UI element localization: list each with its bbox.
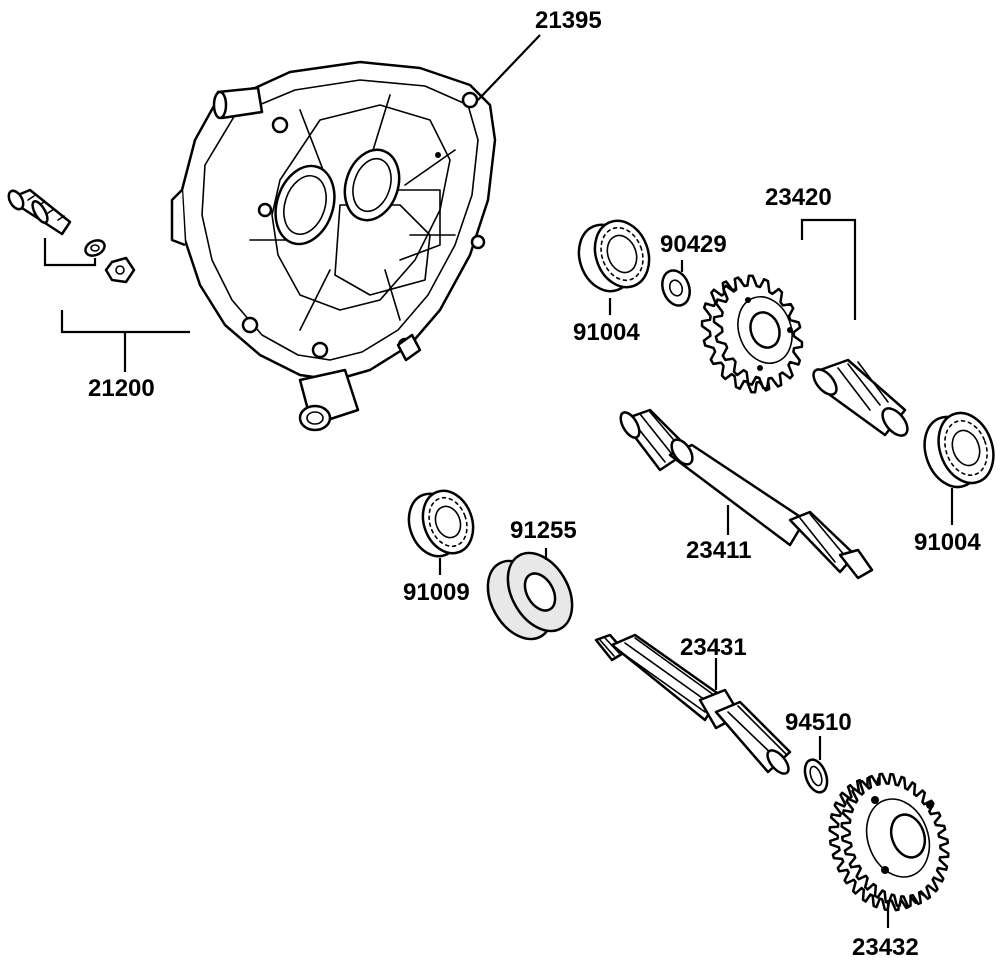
label-23432: 23432 [852, 934, 919, 961]
drain-bolt-set [7, 188, 136, 284]
ball-bearing-right [923, 411, 995, 489]
ball-bearing-lower [407, 489, 475, 558]
label-90429: 90429 [660, 231, 727, 258]
label-23420: 23420 [765, 184, 832, 211]
label-21200: 21200 [88, 375, 155, 402]
thrust-washer [661, 269, 691, 307]
label-91004-right: 91004 [914, 529, 981, 556]
label-91255: 91255 [510, 517, 577, 544]
circlip [803, 736, 829, 794]
transmission-housing [170, 60, 497, 432]
label-91004-upper: 91004 [573, 319, 640, 346]
final-drive-shaft [594, 633, 792, 775]
label-91009: 91009 [403, 579, 470, 606]
countershaft [619, 408, 874, 580]
oil-seal [486, 548, 574, 641]
label-94510: 94510 [785, 709, 852, 736]
label-21395: 21395 [535, 7, 602, 34]
label-23411: 23411 [686, 537, 751, 564]
ball-bearing-upper [577, 219, 651, 293]
final-gear [828, 772, 950, 928]
label-23431: 23431 [680, 634, 747, 661]
gear-assembly [700, 218, 909, 437]
